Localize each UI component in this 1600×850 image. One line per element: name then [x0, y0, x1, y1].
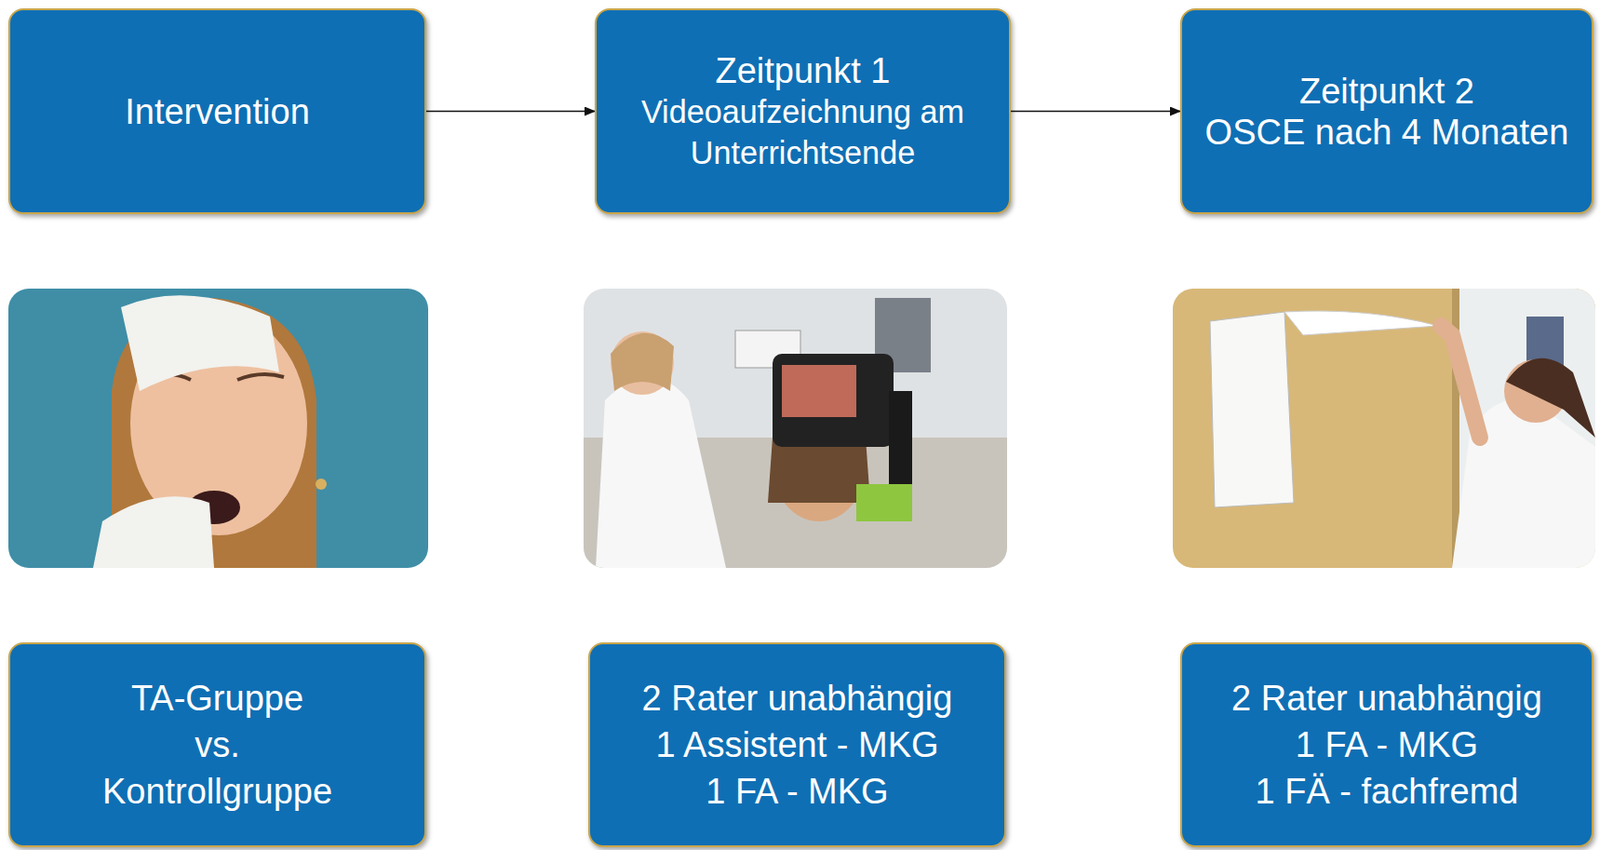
box-text: TA-Gruppe [131, 674, 304, 722]
box-text: Kontrollgruppe [102, 767, 333, 815]
rater-box: 2 Rater unabhängig1 FA - MKG1 FÄ - fachf… [1180, 642, 1594, 848]
box-text: 1 FA - MKG [705, 767, 888, 815]
box-text: 1 Assistent - MKG [655, 721, 939, 768]
intervention-box: Intervention [8, 8, 427, 215]
timepoint-box: Zeitpunkt 2OSCE nach 4 Monaten [1180, 8, 1594, 215]
timepoint-box: Zeitpunkt 1Videoaufzeichnung am Unterric… [594, 8, 1011, 215]
group-box: TA-Gruppevs.Kontrollgruppe [8, 642, 427, 848]
video-photo [583, 288, 1008, 568]
box-heading: Zeitpunkt 2 [1299, 70, 1475, 112]
box-text: Intervention [124, 91, 310, 133]
box-text: 2 Rater unabhängig [642, 674, 954, 722]
flow-arrow [1010, 110, 1181, 113]
exam-photo [8, 288, 429, 568]
box-text: OSCE nach 4 Monaten [1205, 111, 1570, 153]
flow-arrow [426, 110, 595, 113]
box-heading: Zeitpunkt 1 [715, 50, 891, 92]
rater-box: 2 Rater unabhängig1 Assistent - MKG1 FA … [588, 642, 1007, 848]
box-text: Videoaufzeichnung am Unterrichtsende [607, 91, 998, 174]
box-text: 1 FÄ - fachfremd [1255, 767, 1520, 815]
osce-photo [1172, 288, 1596, 568]
box-text: vs. [194, 721, 241, 768]
box-text: 2 Rater unabhängig [1231, 674, 1543, 722]
box-text: 1 FA - MKG [1295, 721, 1479, 768]
